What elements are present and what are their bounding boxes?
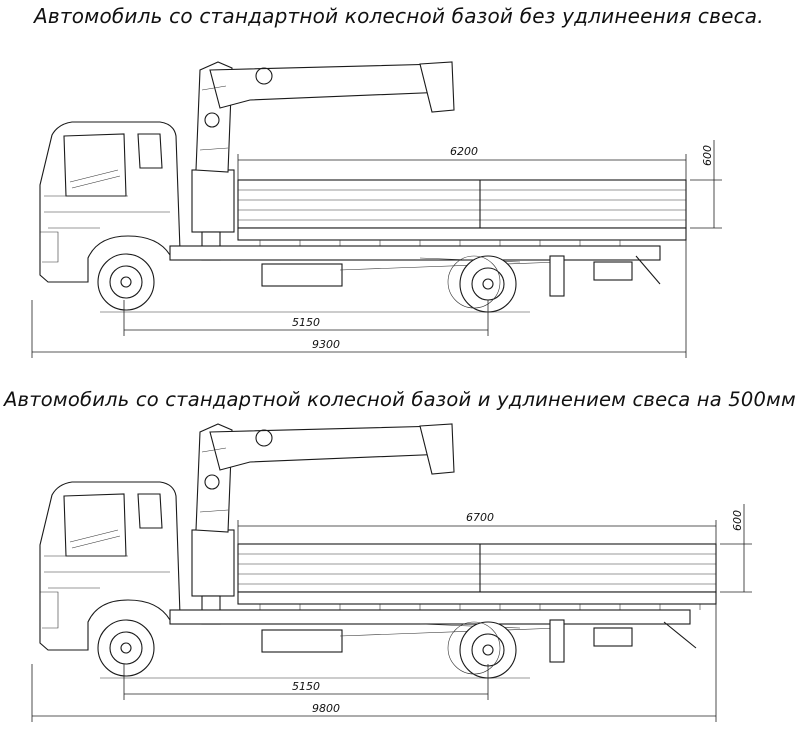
side-height-label: 600 [731, 510, 744, 531]
cargo-platform [237, 179, 687, 246]
wheelbase-label: 5150 [292, 680, 320, 693]
truck-drawing-standard: 6200 600 5150 9300 [31, 61, 722, 358]
overall-length-label: 9800 [312, 702, 340, 715]
truck-cab [39, 121, 181, 283]
dimension-overall-length: 9800 [31, 604, 717, 722]
dimension-side-height: 600 [720, 504, 752, 593]
dimension-wheelbase: 5150 [123, 664, 489, 700]
dimension-side-height: 600 [690, 140, 722, 229]
front-wheel [97, 619, 155, 677]
wheelbase-label: 5150 [292, 316, 320, 329]
chassis-frame [169, 245, 661, 297]
rear-wheel [447, 621, 517, 679]
front-wheel [97, 253, 155, 311]
dimension-wheelbase: 5150 [123, 300, 489, 336]
dimension-overall-length: 9300 [31, 240, 687, 358]
caption-standard-overhang: Автомобиль со стандартной колесной базой… [34, 4, 764, 28]
chassis-frame [169, 609, 697, 663]
crane [191, 423, 455, 625]
platform-length-label: 6200 [450, 145, 478, 158]
rear-wheel [447, 255, 517, 313]
caption-extended-overhang: Автомобиль со стандартной колесной базой… [4, 388, 796, 411]
dimension-platform-length: 6700 [237, 511, 717, 544]
platform-length-label: 6700 [466, 511, 494, 524]
dimension-platform-length: 6200 [237, 145, 687, 180]
overall-length-label: 9300 [312, 338, 340, 351]
cargo-platform [237, 543, 717, 610]
crane [191, 61, 455, 261]
side-height-label: 600 [701, 145, 714, 166]
truck-drawing-extended: 6700 600 5150 9800 [31, 423, 752, 722]
